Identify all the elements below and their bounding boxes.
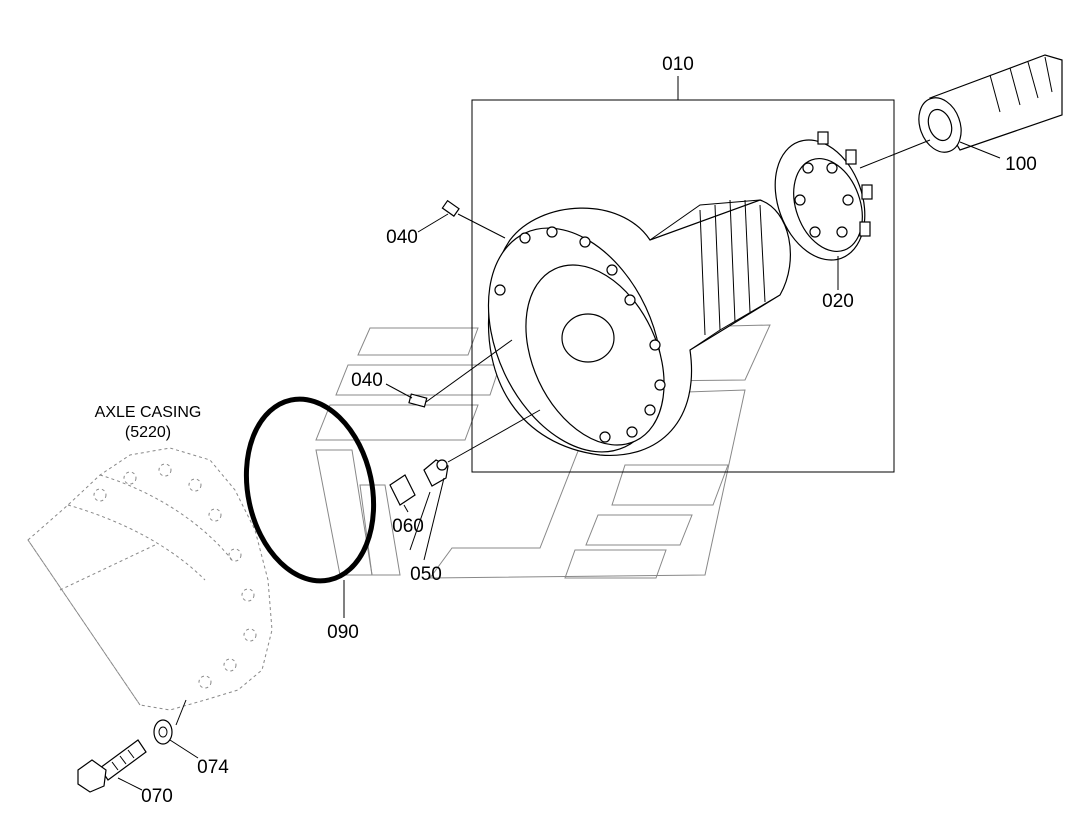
axle-casing-label: AXLE CASING (95, 404, 202, 421)
bolt-070 (77, 739, 147, 793)
cap-060 (389, 474, 416, 506)
callout-010: 010 (662, 54, 694, 75)
callout-040-lower: 040 (351, 370, 383, 391)
shaft-part (918, 54, 1063, 153)
plug-040-lower (408, 393, 428, 408)
fitting-050 (423, 459, 449, 487)
carrier-plate-part (774, 131, 873, 261)
callout-060: 060 (392, 516, 424, 537)
callout-074: 074 (197, 757, 229, 778)
callout-070: 070 (141, 786, 173, 807)
callout-090: 090 (327, 622, 359, 643)
axle-casing-outline (27, 447, 273, 711)
callout-100: 100 (1005, 154, 1037, 175)
hub-part (487, 199, 791, 456)
callout-040-upper: 040 (386, 227, 418, 248)
leader-lines (117, 139, 1001, 791)
plug-040-upper (441, 199, 460, 217)
assembly-frame-010 (471, 99, 895, 473)
o-ring-part (243, 396, 377, 584)
callout-050: 050 (410, 564, 442, 585)
callout-020: 020 (822, 291, 854, 312)
axle-casing-ref: (5220) (125, 424, 171, 441)
washer-074 (153, 719, 173, 745)
